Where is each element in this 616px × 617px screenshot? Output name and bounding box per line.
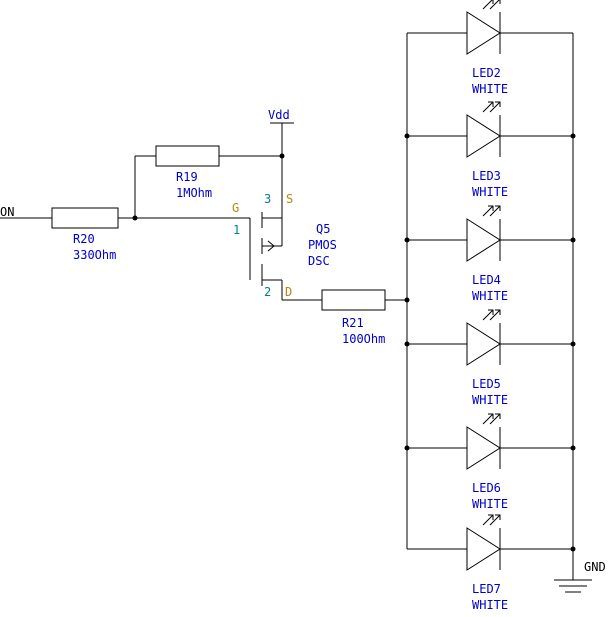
q5-mosfet-symbol — [249, 212, 283, 286]
net-vdd-label: Vdd — [268, 108, 290, 122]
q5-type: PMOS — [308, 238, 337, 252]
q5-pin-d-number: 2 — [264, 285, 271, 299]
r19-body — [155, 145, 220, 167]
q5-model: DSC — [308, 254, 330, 268]
r20-value: 330Ohm — [73, 248, 116, 262]
q5-ref: Q5 — [316, 222, 330, 236]
junction-dot — [279, 153, 285, 159]
led-value-label: WHITE — [472, 393, 508, 407]
r20-ref: R20 — [73, 232, 95, 246]
q5-pin-s-number: 3 — [264, 192, 271, 206]
led-6 — [407, 413, 573, 470]
led-value-label: WHITE — [472, 185, 508, 199]
led-7 — [407, 514, 573, 571]
net-gnd-label: GND — [584, 560, 606, 574]
r21-ref: R21 — [342, 316, 364, 330]
led-ref-label: LED3 — [472, 169, 501, 183]
ground-symbol — [554, 570, 592, 593]
led-value-label: WHITE — [472, 82, 508, 96]
led-ref-label: LED2 — [472, 66, 501, 80]
led-5 — [407, 309, 573, 366]
led-value-label: WHITE — [472, 598, 508, 612]
r20-body — [51, 207, 119, 229]
led-ref-label: LED6 — [472, 481, 501, 495]
led-ref-label: LED7 — [472, 582, 501, 596]
r21-body — [321, 289, 386, 311]
led-4 — [407, 205, 573, 262]
q5-pin-g-number: 1 — [233, 223, 240, 237]
led-value-label: WHITE — [472, 497, 508, 511]
net-on-label: ON — [0, 205, 14, 219]
led-ref-label: LED4 — [472, 273, 501, 287]
q5-pin-g-letter: G — [232, 201, 239, 215]
r19-ref: R19 — [176, 170, 198, 184]
junction-dot — [132, 215, 138, 221]
q5-pin-d-letter: D — [285, 285, 292, 299]
led-value-label: WHITE — [472, 289, 508, 303]
led-ref-label: LED5 — [472, 377, 501, 391]
r19-value: 1MOhm — [176, 186, 212, 200]
q5-pin-s-letter: S — [286, 192, 293, 206]
led-2 — [407, 0, 573, 55]
junction-dot — [404, 297, 410, 303]
r21-value: 100Ohm — [342, 332, 385, 346]
led-array: LED2WHITELED3WHITELED4WHITELED5WHITELED6… — [407, 0, 573, 612]
wires — [0, 33, 574, 570]
led-3 — [407, 101, 573, 158]
